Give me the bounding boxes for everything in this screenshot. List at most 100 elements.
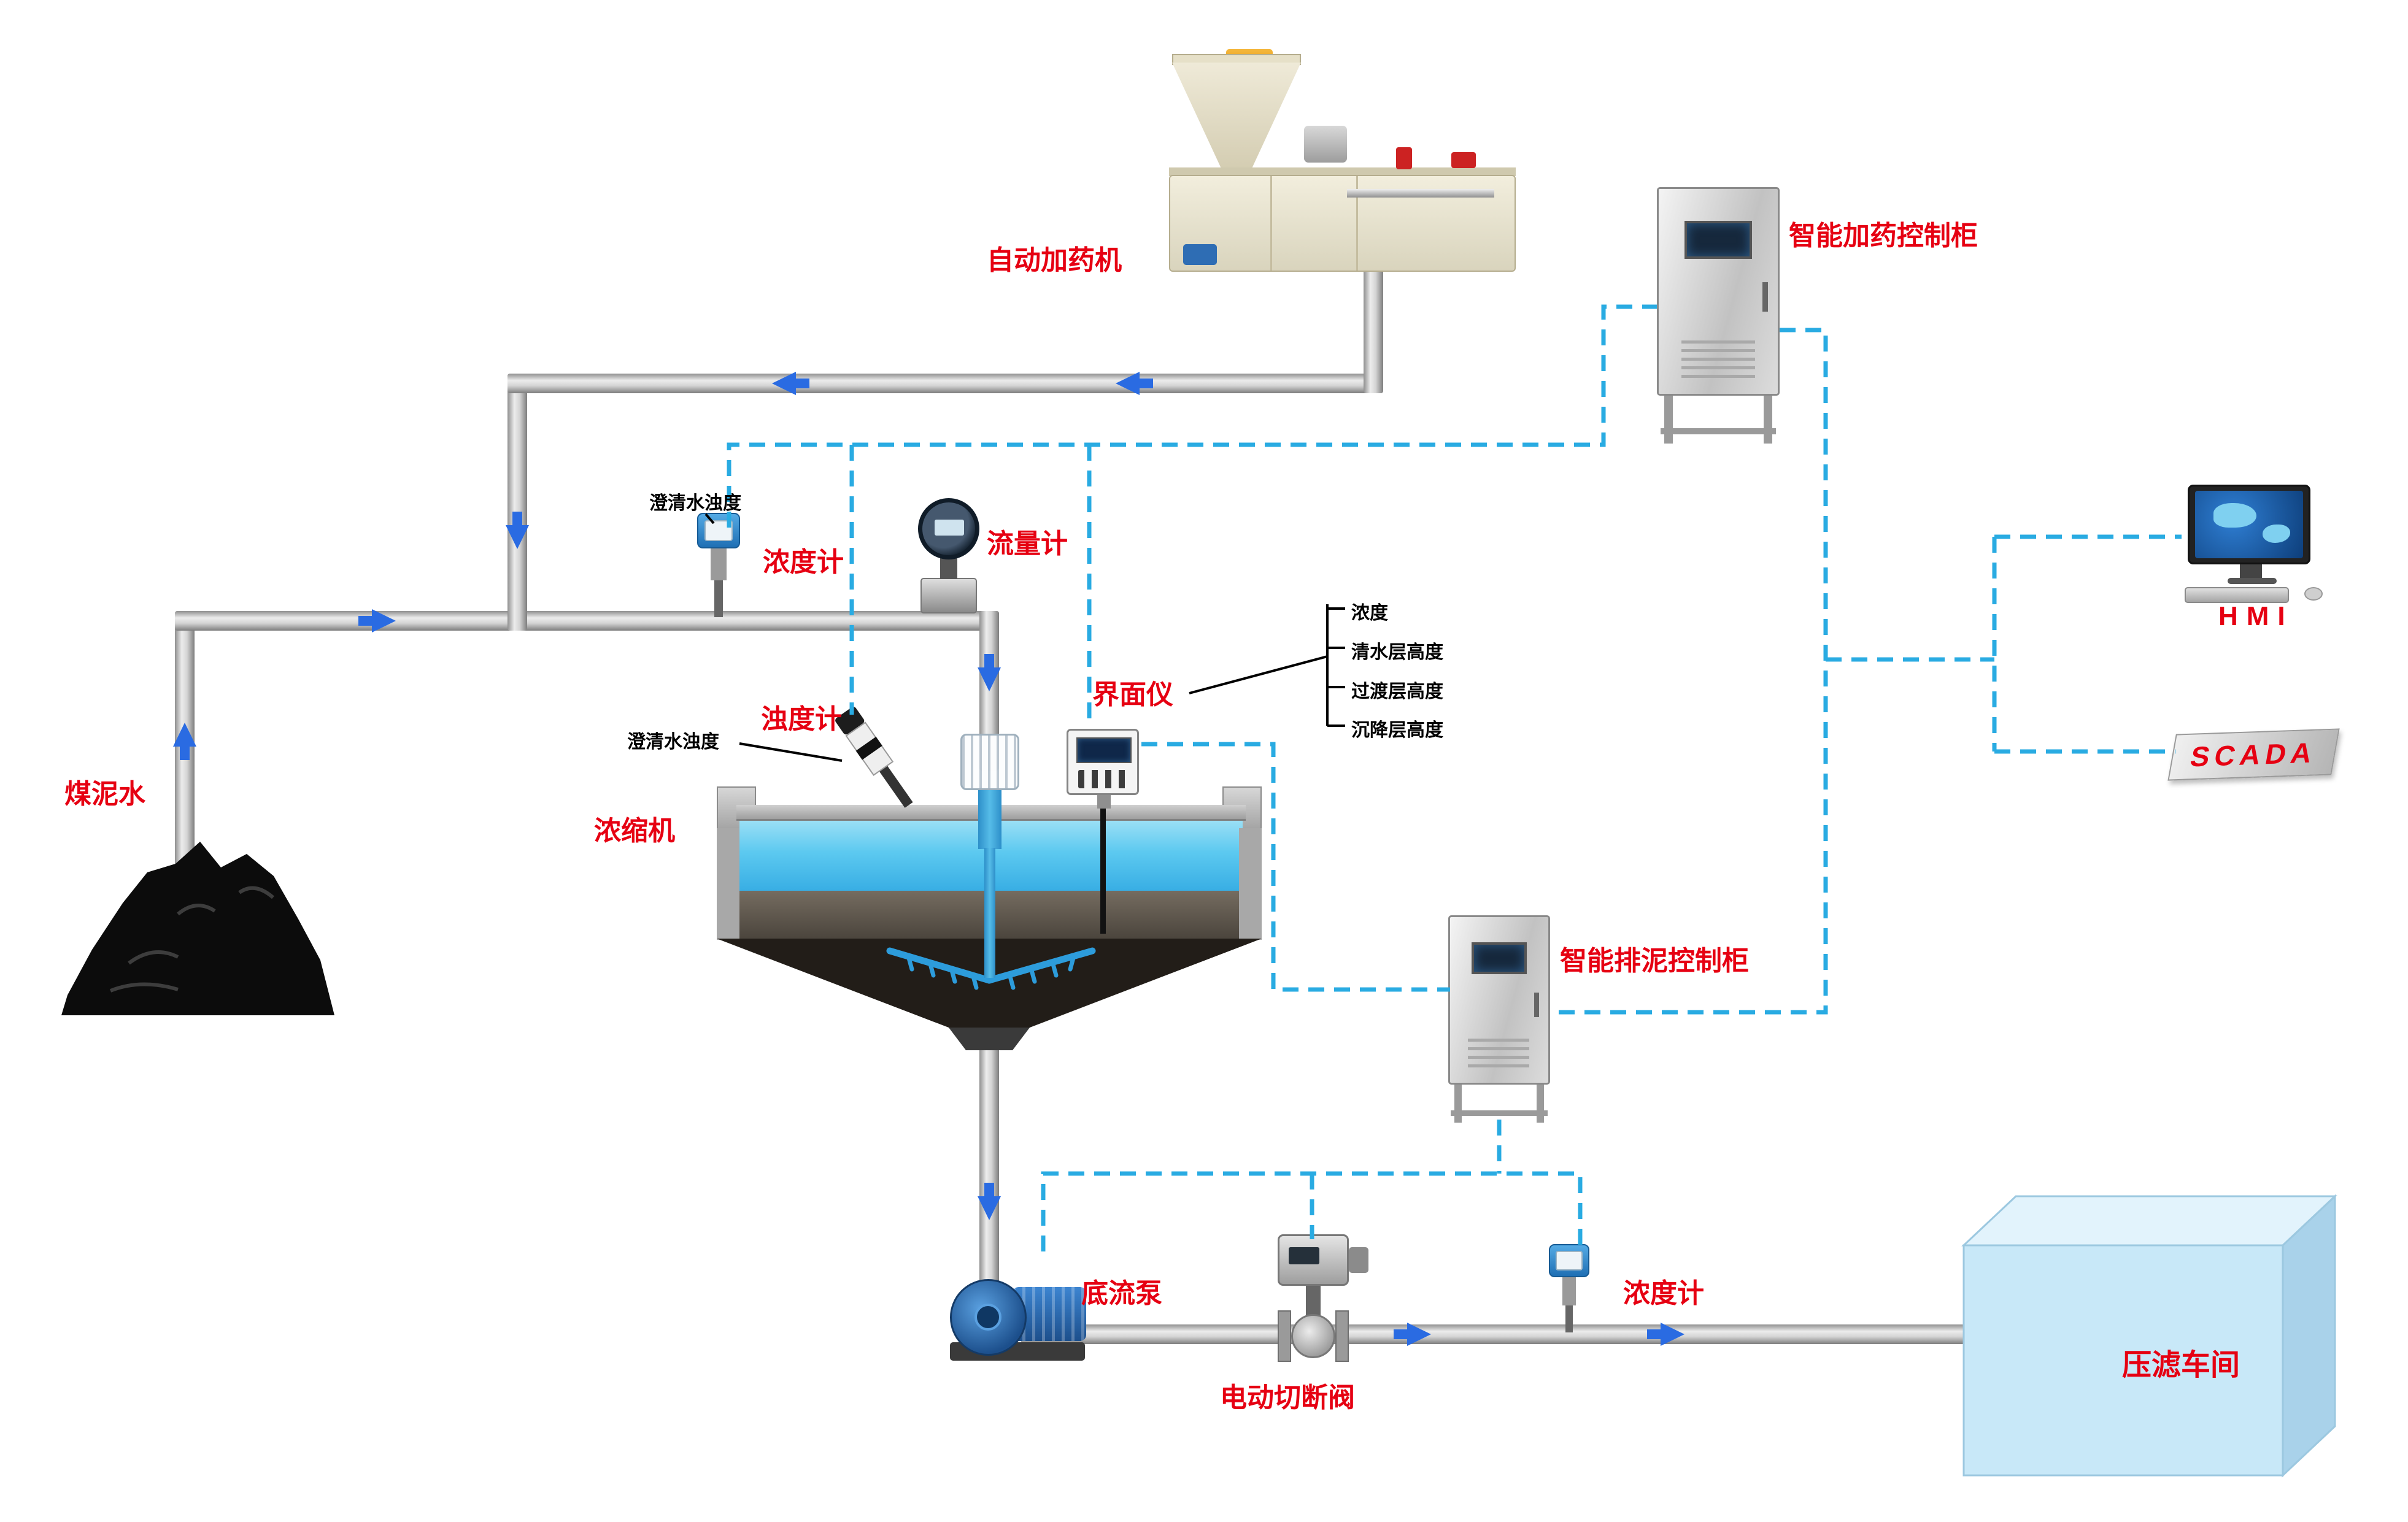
dosing-machine	[1154, 49, 1528, 275]
label-hmi: HMI	[2218, 601, 2294, 631]
thickener-wall-right	[1239, 828, 1262, 940]
density-meter-top-probe	[714, 580, 723, 617]
coal-pile-texture	[109, 886, 274, 993]
note-clarified-water-turbidity-top: 澄清水浊度	[649, 493, 741, 513]
dosing-control-cabinet	[1657, 184, 1783, 448]
interface-meter-keypad	[1078, 770, 1130, 788]
measurement-settling-layer-height: 沉降层高度	[1351, 720, 1443, 740]
cabinet-crossbar	[1661, 428, 1776, 434]
interface-meter-probe-rod	[1100, 807, 1106, 934]
interface-meter-screen	[1076, 737, 1132, 763]
measurement-concentration: 浓度	[1351, 603, 1388, 623]
coal-pile	[61, 842, 334, 1015]
valve-actuator-display	[1289, 1247, 1319, 1264]
dosing-machine-deck	[1169, 167, 1516, 176]
density-meter-top-display	[704, 520, 733, 541]
dosing-machine-pump-detail	[1183, 244, 1217, 265]
cabinet-leg-left	[1454, 1085, 1462, 1123]
flow-meter-display	[935, 520, 964, 536]
pipe-dosing-horizontal	[507, 374, 1383, 393]
valve-flange-left	[1278, 1310, 1291, 1362]
measurement-transition-layer-height: 过渡层高度	[1351, 682, 1443, 702]
hmi-screen	[2195, 491, 2303, 558]
cabinet-screen	[1472, 942, 1527, 974]
dosing-machine-hopper	[1172, 63, 1301, 168]
workshop-top-face	[1961, 1195, 2337, 1247]
pipe-dosing-drop	[507, 374, 527, 631]
hmi-keyboard	[2185, 587, 2289, 603]
label-density-meter-top: 浓度计	[763, 547, 844, 577]
cabinet-handle	[1762, 282, 1768, 312]
label-mud-cabinet: 智能排泥控制柜	[1560, 946, 1749, 976]
thickener-feedwell	[960, 734, 1019, 790]
dosing-machine-panel-line-2	[1356, 176, 1358, 271]
valve-flange-right	[1335, 1310, 1349, 1362]
density-meter-bottom-icon	[1549, 1244, 1589, 1277]
interface-meter-callout-line	[1189, 655, 1328, 694]
valve-body	[1291, 1314, 1335, 1358]
note-clarified-water-turbidity-mid: 澄清水浊度	[627, 732, 719, 752]
dosing-machine-pipe-detail	[1347, 189, 1494, 198]
dosing-machine-valve-red-1	[1396, 147, 1412, 169]
density-meter-top-neck	[711, 548, 727, 580]
pump-hub	[974, 1304, 1001, 1331]
label-shutoff-valve: 电动切断阀	[1220, 1383, 1355, 1413]
scada-banner: SCADA	[2167, 728, 2340, 781]
workshop-front-face	[1962, 1244, 2284, 1477]
shutoff-valve	[1270, 1230, 1375, 1368]
filter-press-workshop	[1961, 1194, 2337, 1478]
hmi-monitor-stand	[2240, 564, 2262, 578]
label-density-meter-bottom: 浓度计	[1623, 1278, 1704, 1309]
label-underflow-pump: 底流泵	[1081, 1278, 1162, 1309]
interface-meter	[1067, 729, 1139, 795]
measurement-clear-water-layer-height: 清水层高度	[1351, 642, 1443, 663]
label-dosing-machine: 自动加药机	[987, 245, 1122, 275]
cabinet-vents	[1681, 340, 1755, 379]
hmi-monitor-base	[2228, 578, 2277, 584]
density-meter-top-icon	[697, 513, 740, 548]
mud-control-cabinet	[1448, 913, 1553, 1124]
thickener-cone-outlet	[949, 1028, 1030, 1050]
cabinet-leg-right	[1764, 396, 1772, 444]
cabinet-crossbar	[1451, 1110, 1548, 1116]
density-meter-bottom-probe	[1565, 1305, 1573, 1332]
thickener-rake	[886, 947, 1096, 990]
density-meter-bottom-neck	[1562, 1277, 1576, 1305]
signal-sensors-bus-to-dosing-cabinet	[727, 304, 1657, 528]
measurement-ticks	[1327, 607, 1345, 727]
label-thickener: 浓缩机	[594, 816, 675, 846]
cabinet-handle	[1534, 993, 1539, 1017]
dosing-machine-motor	[1304, 126, 1347, 163]
workshop-side-face	[2282, 1194, 2336, 1478]
label-dosing-cabinet: 智能加药控制柜	[1789, 221, 1978, 251]
cabinet-screen	[1684, 221, 1752, 259]
thickener-center-shaft	[984, 848, 995, 978]
label-turbidity-meter: 浊度计	[761, 704, 842, 734]
label-filter-press-workshop: 压滤车间	[2122, 1349, 2240, 1382]
pipe-discharge	[1021, 1324, 2001, 1344]
underflow-pump	[945, 1251, 1092, 1365]
pipe-dosing-outlet	[1364, 264, 1383, 393]
scada-label: SCADA	[2188, 736, 2320, 773]
rake-teeth	[906, 953, 1076, 990]
valve-actuator-motor	[1349, 1247, 1368, 1273]
label-interface-meter: 界面仪	[1092, 680, 1173, 710]
label-coal-slurry: 煤泥水	[64, 779, 145, 809]
hmi-workstation	[2178, 482, 2332, 604]
label-flow-meter: 流量计	[987, 529, 1068, 559]
turbidity-meter-probe	[879, 766, 913, 808]
cabinet-leg-left	[1664, 396, 1673, 444]
feedwell-column	[978, 790, 1001, 849]
hmi-screen-map-blob-2	[2263, 525, 2290, 543]
dosing-machine-valve-red-2	[1451, 152, 1476, 168]
cabinet-vents	[1468, 1039, 1529, 1070]
coal-pile-shape	[61, 842, 334, 1015]
cabinet-leg-right	[1537, 1085, 1544, 1123]
pipe-underflow	[979, 1037, 999, 1307]
valve-stem	[1306, 1286, 1321, 1315]
flow-meter-body	[920, 578, 977, 613]
thickener-wall-left	[717, 828, 739, 940]
density-meter-bottom-display	[1556, 1251, 1583, 1270]
dosing-machine-panel-line-1	[1270, 176, 1272, 271]
